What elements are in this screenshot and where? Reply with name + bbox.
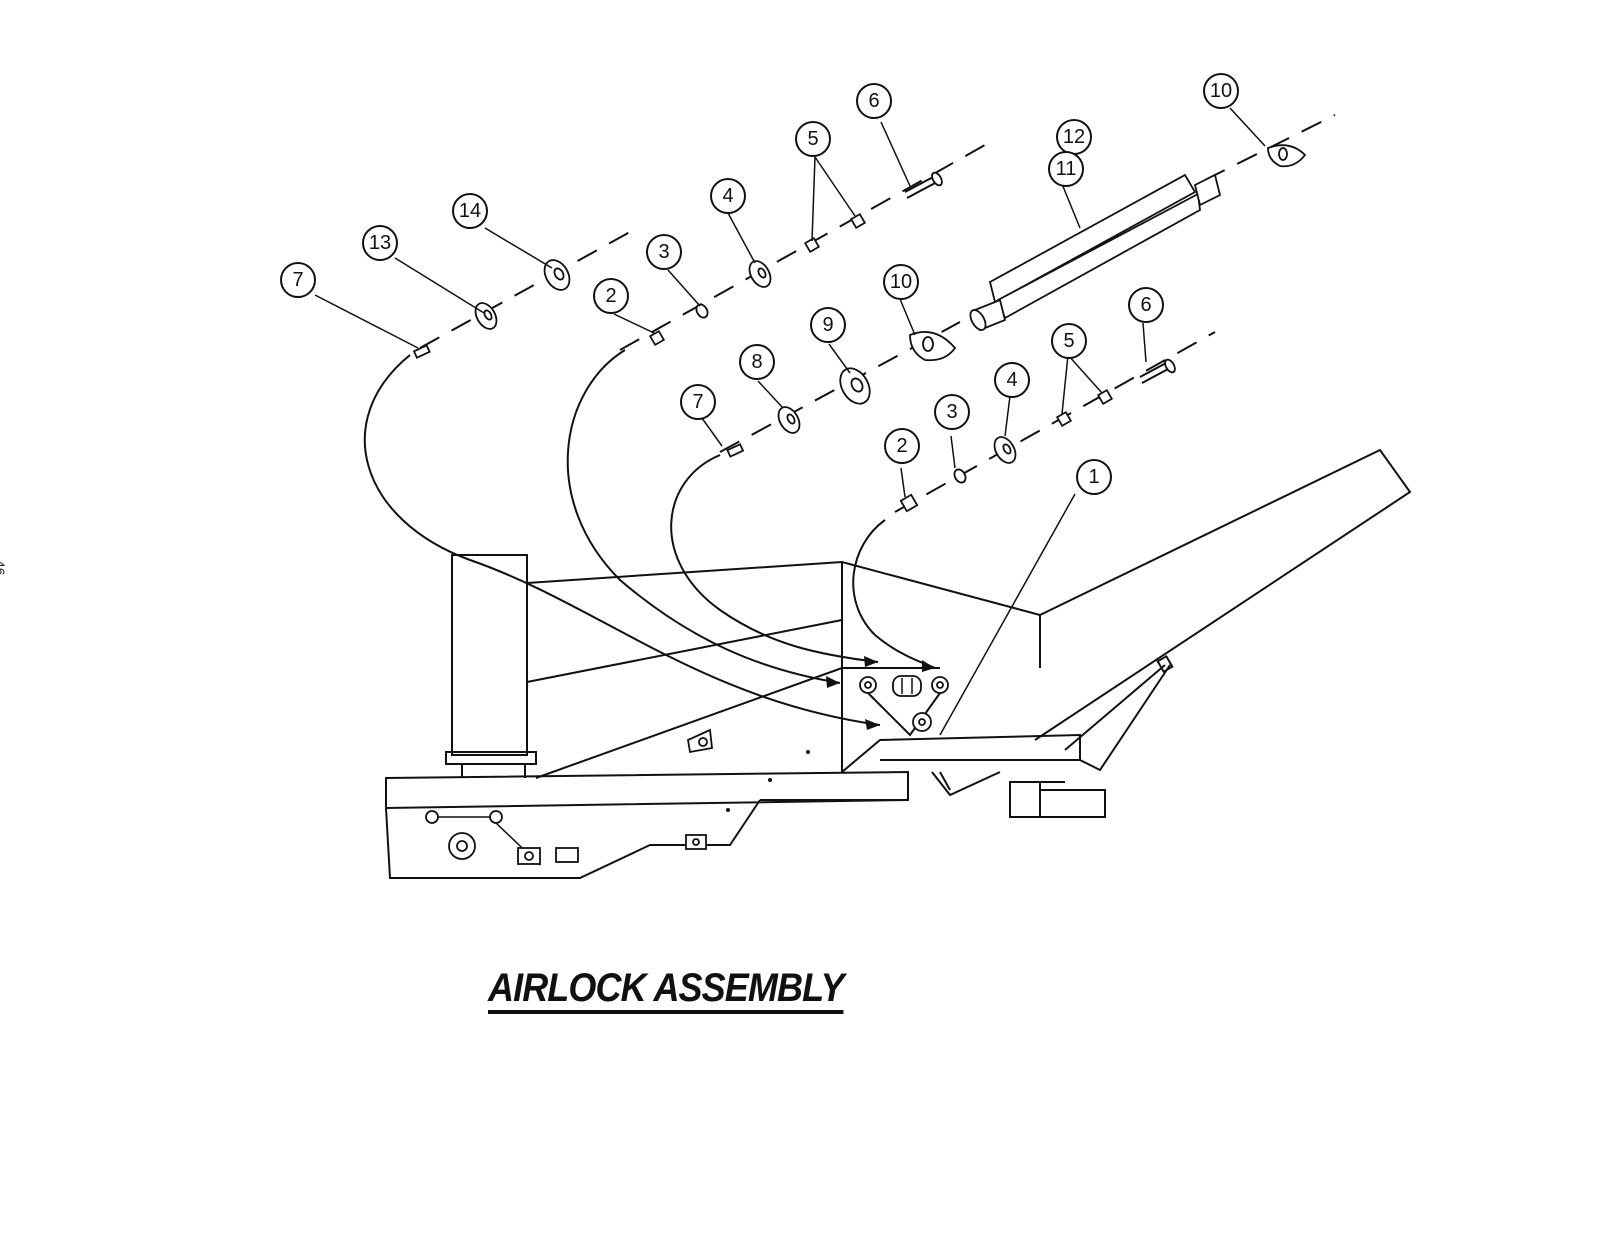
svg-text:10: 10 [890,271,912,293]
callout-6-upper: 6 [856,83,892,119]
part-5-spacer-lower-b [1096,388,1114,406]
part-2-nut-lower [899,493,919,513]
part-9-sprocket-lower [839,367,871,405]
callout-9: 9 [810,307,846,343]
svg-text:9: 9 [822,314,833,336]
part-4-bearing-upper [748,260,772,288]
svg-text:14: 14 [459,200,481,222]
page-number: 46 [0,560,8,576]
part-7-key-lower [726,443,745,458]
callout-6-lower: 6 [1128,287,1164,323]
svg-text:13: 13 [369,232,391,254]
assembly-curves [363,349,936,730]
part-6-bolt-lower [1139,358,1176,384]
callout-2-lower: 2 [884,428,920,464]
svg-text:3: 3 [658,241,669,263]
part-13-bearing-upper [474,302,498,330]
svg-text:3: 3 [946,401,957,423]
part-5-spacer-upper-b [849,212,867,230]
part-14-sprocket-upper [543,259,571,291]
svg-text:8: 8 [751,351,762,373]
callout-3-upper: 3 [646,234,682,270]
callout-14: 14 [452,193,488,229]
part-3-washer-lower [953,468,967,484]
svg-text:10: 10 [1210,80,1232,102]
callout-7-upper: 7 [280,262,316,298]
part-4-bearing-lower [993,436,1017,464]
svg-text:1: 1 [1088,466,1099,488]
callout-7-lower: 7 [680,384,716,420]
callout-13: 13 [362,225,398,261]
svg-text:6: 6 [868,90,879,112]
callout-2-upper: 2 [593,278,629,314]
part-7-key-upper [412,344,431,359]
part-11-rotor-shaft [969,173,1222,332]
part-2-nut-upper [648,329,666,347]
svg-text:7: 7 [692,391,703,413]
callout-8: 8 [739,344,775,380]
svg-text:4: 4 [722,185,733,207]
callout-5-lower: 5 [1051,323,1087,359]
svg-text:4: 4 [1006,369,1017,391]
callout-4-upper: 4 [710,178,746,214]
svg-text:11: 11 [1056,158,1077,180]
leader-lines [314,107,1266,736]
callout-12: 12 [1056,119,1092,155]
callout-10-upper: 10 [1203,73,1239,109]
svg-text:2: 2 [605,285,616,307]
part-10-end-plate-lower [909,331,957,362]
part-6-bolt-upper [904,171,943,199]
svg-text:12: 12 [1063,126,1085,148]
part-5-spacer-lower-a [1055,410,1073,428]
svg-text:6: 6 [1140,294,1151,316]
part-10-end-plate-upper [1267,144,1307,168]
svg-text:7: 7 [292,269,303,291]
callout-11: 11 [1048,151,1084,187]
part-5-spacer-upper-a [803,236,821,254]
upper-shaft-axis [419,114,1336,351]
page-title: AIRLOCK ASSEMBLY [488,968,845,1014]
svg-text:2: 2 [896,435,907,457]
callout-3-lower: 3 [934,394,970,430]
callout-1: 1 [1076,459,1112,495]
callout-4-lower: 4 [994,362,1030,398]
svg-text:5: 5 [1063,330,1074,352]
callout-5-upper: 5 [795,121,831,157]
machine-frame [385,448,1412,879]
svg-text:5: 5 [807,128,818,150]
part-3-washer-upper [695,303,709,319]
callout-10-lower: 10 [883,264,919,300]
